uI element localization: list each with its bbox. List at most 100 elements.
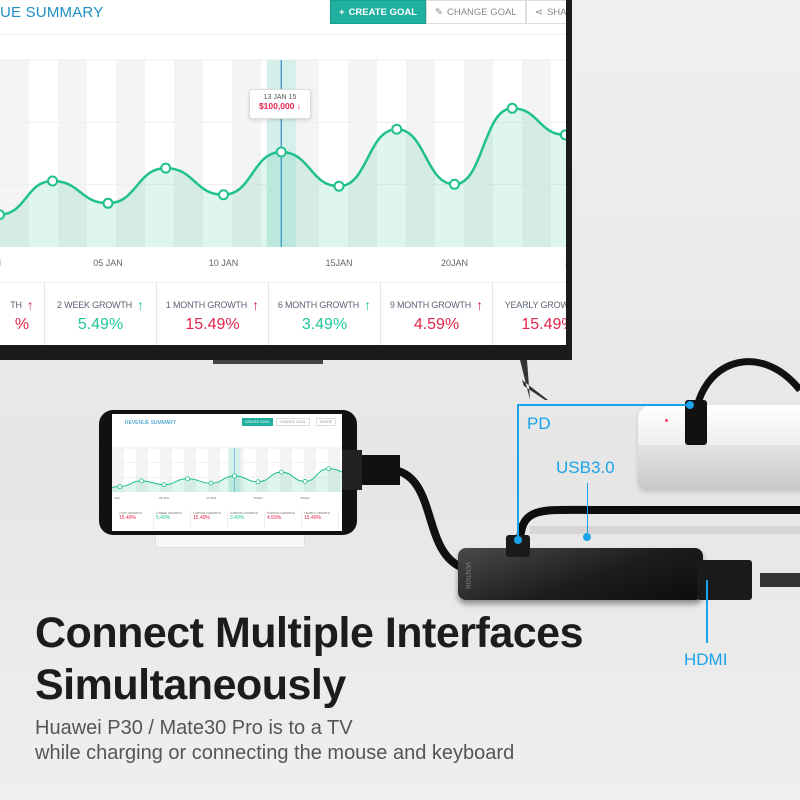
change-goal-button[interactable]: ✎CHANGE GOAL (426, 0, 526, 24)
data-point (275, 146, 287, 158)
stat-card: TH ↑% (0, 283, 45, 345)
pd-callout-line (517, 404, 691, 406)
data-point (506, 102, 518, 114)
stat-value: 15.49% (521, 316, 566, 333)
stat-card: 9 MONTH GROWTH ↑ 4.59% (381, 283, 493, 345)
data-point (47, 175, 59, 187)
stat-value: 15.49% (185, 316, 240, 333)
stat-value: 4.59% (413, 316, 460, 333)
stat-card: 1 MONTH GROWTH ↑ 15.49% (157, 283, 269, 345)
chart-stripe (280, 448, 292, 492)
headline-line2: Simultaneously (35, 661, 346, 709)
data-point (185, 476, 190, 482)
data-point (279, 469, 284, 475)
phone-screen: REVENUE SUMMARY CREATE GOAL CHANGE GOAL … (112, 414, 342, 531)
data-point (117, 484, 123, 489)
phone: REVENUE SUMMARY CREATE GOAL CHANGE GOAL … (99, 410, 362, 535)
x-tick-label: 15JAN (253, 496, 262, 500)
x-tick-label: 05 JAN (93, 258, 123, 268)
phone-stat-label: 2 WEEK GROWTH (156, 511, 182, 515)
phone-stat-label: 9 MONTH GROWTH (267, 511, 295, 515)
stat-label: YEARLY GROWTH (504, 300, 566, 310)
share-button[interactable]: ⋖SHA (526, 0, 566, 24)
arrow-down-icon: ↓ (296, 101, 302, 111)
usb-c-plug (342, 450, 362, 490)
x-tick-label: 25 (565, 258, 566, 268)
stat-value: 3.49% (301, 316, 348, 333)
tooltip-value: $100,000 (258, 101, 295, 111)
pd-label: PD (527, 414, 551, 433)
phone-title: REVENUE SUMMARY (125, 420, 177, 426)
phone-create-goal-button[interactable]: CREATE GOAL (242, 418, 273, 426)
x-tick-label: 15JAN (325, 258, 352, 268)
pd-port-dot (514, 536, 522, 544)
arrow-up-icon: ↑ (252, 297, 260, 313)
stat-label: TH (10, 300, 22, 310)
phone-stat-value: 3.49% (230, 515, 245, 521)
arrow-up-icon: ↑ (364, 297, 372, 313)
data-point (102, 197, 114, 209)
phone-stat-value: 4.59% (267, 515, 282, 521)
phone-stat-value: 5.49% (156, 515, 171, 521)
power-strip (638, 405, 800, 489)
x-tick-label: JAN (0, 258, 1, 268)
subtitle-line1: Huawei P30 / Mate30 Pro is to a TV (35, 717, 353, 739)
phone-stat-value: 15.49% (119, 515, 136, 521)
pd-dot (686, 401, 694, 409)
usb-label: USB3.0 (556, 458, 615, 477)
data-point (208, 480, 214, 486)
data-point (559, 129, 566, 141)
tooltip: 13 JAN 15 $100,000 ↓ (249, 89, 311, 119)
x-tick-label: 05 JAN (159, 496, 169, 500)
data-point (232, 473, 237, 479)
chart-stripe (348, 60, 377, 247)
stat-label: 2 WEEK GROWTH (57, 300, 132, 310)
chart-stripe (522, 60, 551, 247)
tv-screen: UE SUMMARY +CREATE GOAL ✎CHANGE GOAL ⋖SH… (0, 0, 566, 345)
data-point (333, 180, 345, 192)
x-tick-label: 20JAN (441, 258, 468, 268)
chart-stripe (116, 60, 145, 247)
share-icon: ⋖ (535, 6, 543, 18)
stat-card: 2 WEEK GROWTH↑5.49% (45, 283, 157, 345)
arrow-up-icon: ↑ (26, 297, 34, 313)
chart-stripe (464, 60, 493, 247)
data-point (326, 466, 331, 472)
stat-label: 1 MONTH GROWTH (165, 300, 248, 310)
stat-label: 9 MONTH GROWTH (389, 300, 472, 310)
stat-value: % (14, 316, 30, 333)
phone-share-button[interactable]: SHARE (316, 418, 337, 426)
phone-stat-label: YEARLY GROWTH (304, 511, 331, 515)
hdmi-label: HDMI (684, 650, 728, 669)
data-point (139, 478, 144, 484)
phone-change-goal-button[interactable]: CHANGE GOAL (276, 418, 310, 426)
data-point (255, 479, 261, 485)
data-point (391, 123, 403, 135)
chart-stripe (174, 60, 203, 247)
phone-stat-value: 15.49% (193, 515, 210, 521)
arrow-up-icon: ↑ (476, 297, 484, 313)
usb-dot (583, 533, 591, 541)
chart-stripe (328, 448, 340, 492)
usb-c-cable-plug (506, 535, 530, 557)
phone-stat-label: 6 MONTH GROWTH (230, 511, 258, 515)
edit-icon: ✎ (435, 6, 443, 18)
chart-stripe (0, 60, 29, 247)
headline-line1: Connect Multiple Interfaces (35, 609, 583, 657)
tv-stand (213, 360, 548, 400)
chart-stripe (160, 448, 172, 492)
stat-label: 6 MONTH GROWTH (277, 300, 360, 310)
stat-value: 5.49% (77, 316, 124, 333)
create-goal-button[interactable]: +CREATE GOAL (330, 0, 426, 24)
x-tick-label: 10 JAN (206, 496, 216, 500)
x-tick-label: JAN (114, 496, 120, 500)
data-point (160, 162, 172, 174)
data-point (302, 479, 308, 484)
